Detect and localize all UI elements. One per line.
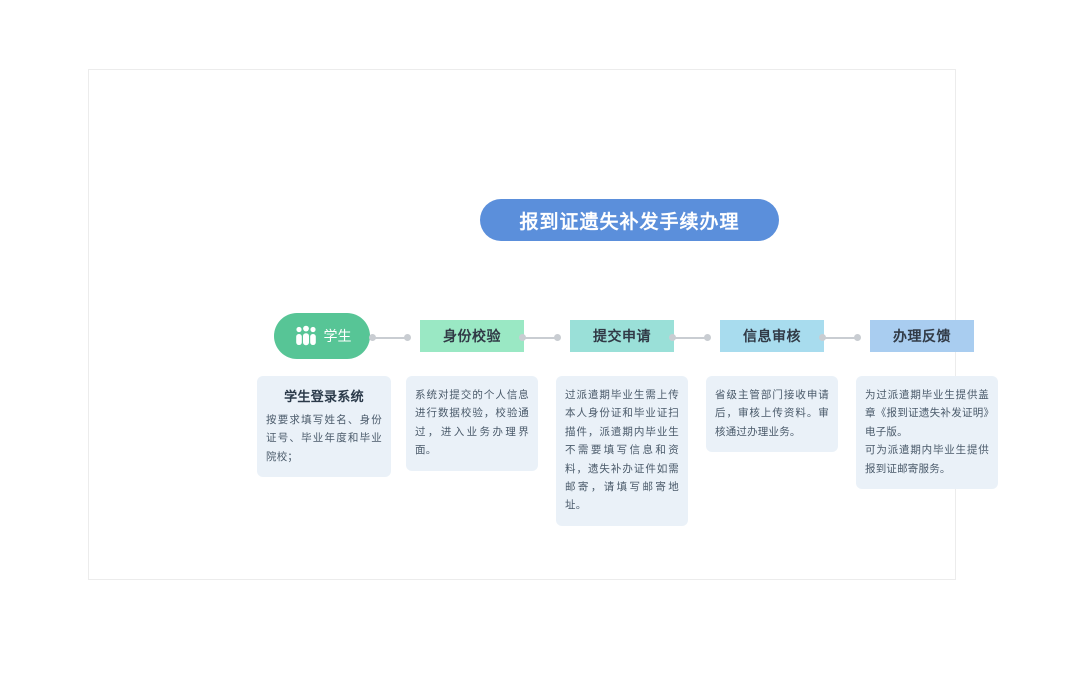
connector-dot-left bbox=[369, 334, 376, 341]
description-card-1: 学生登录系统 按要求填写姓名、身份证号、毕业年度和毕业院校； bbox=[257, 376, 391, 478]
description-card-body: 过派遣期毕业生需上传本人身份证和毕业证扫描件，派遣期内毕业生不需要填写信息和资料… bbox=[565, 386, 679, 515]
connector-arrow-1 bbox=[369, 334, 411, 341]
connector-dot-right bbox=[554, 334, 561, 341]
connector-arrow-3 bbox=[669, 334, 711, 341]
description-card-body: 为过派遣期毕业生提供盖章《报到证遗失补发证明》电子版。 可为派遣期内毕业生提供报… bbox=[865, 386, 989, 478]
description-line: 过派遣期毕业生需上传本人身份证和毕业证扫描件，派遣期内毕业生不需要填写信息和资料… bbox=[565, 389, 679, 512]
step-chip-processing-feedback[interactable]: 办理反馈 bbox=[870, 320, 974, 352]
description-card-title: 学生登录系统 bbox=[284, 389, 364, 404]
description-line: 省级主管部门接收申请后，审核上传资料。审核通过办理业务。 bbox=[715, 389, 829, 438]
flow-node-step-2[interactable]: 提交申请 bbox=[557, 306, 687, 366]
description-card-5: 为过派遣期毕业生提供盖章《报到证遗失补发证明》电子版。 可为派遣期内毕业生提供报… bbox=[856, 376, 998, 489]
description-line: 系统对提交的个人信息进行数据校验，校验通过，进入业务办理界面。 bbox=[415, 389, 529, 457]
flow-node-student[interactable]: 学生 bbox=[257, 306, 387, 366]
connector-bar bbox=[523, 336, 557, 339]
description-line: 可为派遣期内毕业生提供报到证邮寄服务。 bbox=[865, 444, 989, 475]
people-icon bbox=[293, 325, 319, 347]
description-card-body: 省级主管部门接收申请后，审核上传资料。审核通过办理业务。 bbox=[715, 386, 829, 441]
connector-bar bbox=[373, 336, 407, 339]
description-line: 为过派遣期毕业生提供盖章《报到证遗失补发证明》电子版。 bbox=[865, 389, 989, 438]
flow-node-step-4[interactable]: 办理反馈 bbox=[857, 306, 987, 366]
description-card-2: 系统对提交的个人信息进行数据校验，校验通过，进入业务办理界面。 bbox=[406, 376, 538, 471]
description-line: 按要求填写姓名、身份证号、毕业年度和毕业院校； bbox=[266, 414, 382, 463]
connector-dot-right bbox=[404, 334, 411, 341]
student-node[interactable]: 学生 bbox=[274, 313, 370, 359]
connector-dot-right bbox=[854, 334, 861, 341]
connector-bar bbox=[673, 336, 707, 339]
connector-dot-right bbox=[704, 334, 711, 341]
student-label: 学生 bbox=[323, 328, 352, 344]
connector-arrow-4 bbox=[819, 334, 861, 341]
connector-bar bbox=[823, 336, 857, 339]
connector-dot-left bbox=[819, 334, 826, 341]
page-title: 报到证遗失补发手续办理 bbox=[480, 199, 779, 241]
connector-dot-left bbox=[669, 334, 676, 341]
step-chip-identity-verification[interactable]: 身份校验 bbox=[420, 320, 524, 352]
description-card-body: 按要求填写姓名、身份证号、毕业年度和毕业院校； bbox=[266, 411, 382, 466]
diagram-frame: 报到证遗失补发手续办理 学生 身份校验 bbox=[88, 69, 998, 580]
flow-node-step-3[interactable]: 信息审核 bbox=[707, 306, 837, 366]
connector-dot-left bbox=[519, 334, 526, 341]
flow-node-step-1[interactable]: 身份校验 bbox=[407, 306, 537, 366]
step-chip-submit-application[interactable]: 提交申请 bbox=[570, 320, 674, 352]
step-chip-information-review[interactable]: 信息审核 bbox=[720, 320, 824, 352]
description-card-3: 过派遣期毕业生需上传本人身份证和毕业证扫描件，派遣期内毕业生不需要填写信息和资料… bbox=[556, 376, 688, 526]
description-card-4: 省级主管部门接收申请后，审核上传资料。审核通过办理业务。 bbox=[706, 376, 838, 453]
process-flow-row: 学生 身份校验 提交申请 信息审核 办理反馈 bbox=[257, 306, 1001, 366]
description-card-body: 系统对提交的个人信息进行数据校验，校验通过，进入业务办理界面。 bbox=[415, 386, 529, 460]
connector-arrow-2 bbox=[519, 334, 561, 341]
